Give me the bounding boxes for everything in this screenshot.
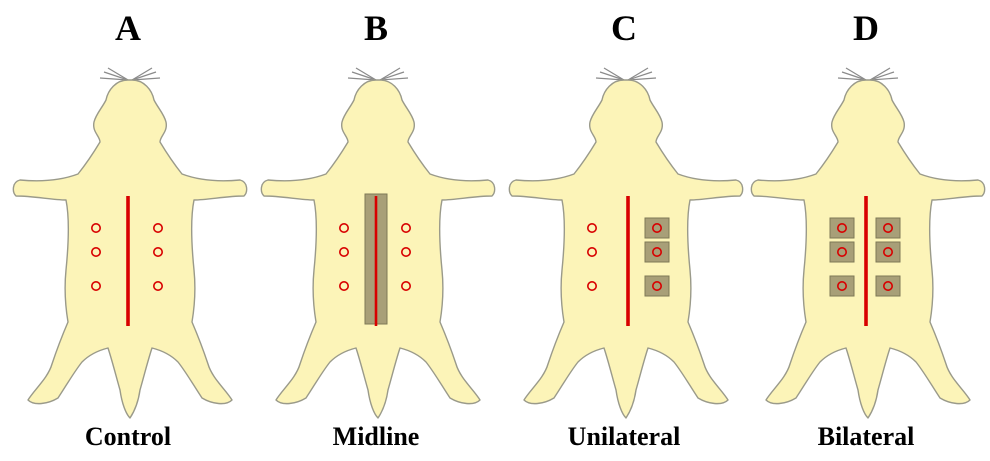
panel-letter: A bbox=[4, 6, 252, 50]
panel-caption: Midline bbox=[252, 420, 500, 454]
whiskers bbox=[596, 68, 656, 80]
panel-caption: Control bbox=[4, 420, 252, 454]
whiskers bbox=[348, 68, 408, 80]
implant-patch bbox=[876, 242, 900, 262]
panel-letter: D bbox=[742, 6, 990, 50]
panel-caption: Bilateral bbox=[742, 420, 990, 454]
panel-b: B Midline bbox=[252, 0, 500, 461]
panel-c: C Unilateral bbox=[500, 0, 748, 461]
rat-diagram bbox=[252, 60, 500, 420]
panel-letter: B bbox=[252, 6, 500, 50]
implant-patch bbox=[645, 242, 669, 262]
rat-body bbox=[751, 80, 984, 418]
implant-patch bbox=[876, 218, 900, 238]
rat-body bbox=[13, 80, 246, 418]
implant-patch bbox=[876, 276, 900, 296]
rat-body bbox=[509, 80, 742, 418]
panel-d: D Bilateral bbox=[742, 0, 990, 461]
implant-patch bbox=[645, 276, 669, 296]
implant-patch bbox=[830, 242, 854, 262]
panel-caption: Unilateral bbox=[500, 420, 748, 454]
panel-a: A Control bbox=[4, 0, 252, 461]
rat-diagram bbox=[742, 60, 990, 420]
implant-patch bbox=[645, 218, 669, 238]
implant-patch bbox=[830, 218, 854, 238]
whiskers bbox=[100, 68, 160, 80]
rat-diagram bbox=[4, 60, 252, 420]
whiskers bbox=[838, 68, 898, 80]
rat-diagram bbox=[500, 60, 748, 420]
panel-letter: C bbox=[500, 6, 748, 50]
implant-patch bbox=[830, 276, 854, 296]
